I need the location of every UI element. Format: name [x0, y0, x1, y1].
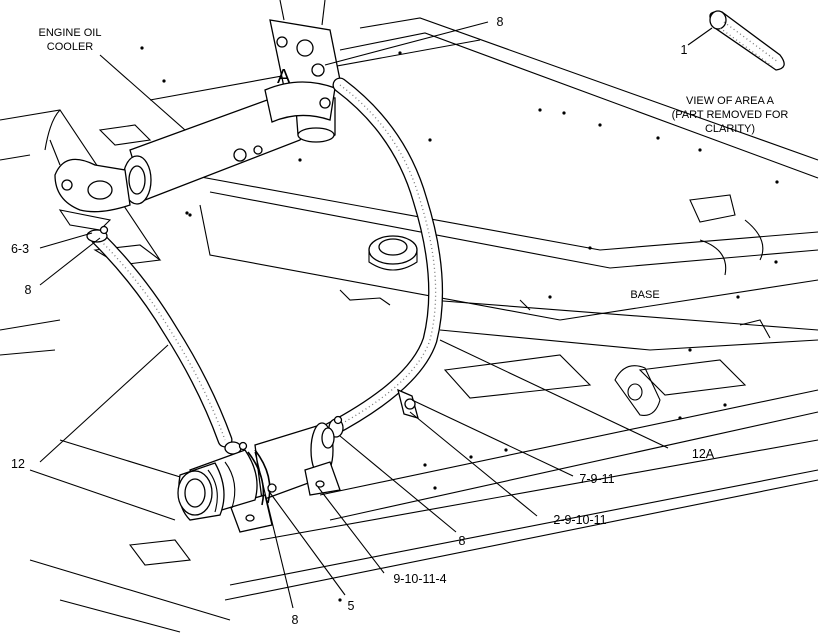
- label-engine-oil-cooler-line2: COOLER: [47, 41, 94, 53]
- labels: ENGINE OIL COOLER A 8 1 VIEW OF AREA A (…: [11, 15, 788, 627]
- callout-6-3: 6-3: [11, 242, 29, 256]
- inset-part-1: [709, 10, 785, 71]
- label-engine-oil-cooler-line1: ENGINE OIL: [39, 27, 102, 39]
- callout-8-bottom: 8: [292, 613, 299, 627]
- label-view-line2: (PART REMOVED FOR: [672, 109, 789, 121]
- leader-lines: [39, 21, 713, 609]
- label-base: BASE: [630, 289, 659, 301]
- label-view-line1: VIEW OF AREA A: [686, 95, 775, 107]
- label-view-line3: CLARITY): [705, 123, 755, 135]
- callout-8-top: 8: [497, 15, 504, 29]
- hose-clamps: [86, 225, 419, 455]
- callout-12a: 12A: [692, 447, 715, 461]
- label-area-a: A: [277, 66, 291, 88]
- callout-2-9-10-11: 2-9-10-11: [553, 513, 606, 527]
- callout-1: 1: [681, 43, 688, 57]
- callout-12: 12: [11, 457, 25, 471]
- callout-8-mid: 8: [459, 534, 466, 548]
- hose-12: [90, 230, 233, 448]
- callout-8-left: 8: [25, 283, 32, 297]
- callout-9-10-11-4: 9-10-11-4: [393, 572, 446, 586]
- hose-12a: [322, 77, 444, 438]
- callout-7-9-11: 7-9-11: [579, 472, 614, 486]
- base-frame: [0, 17, 819, 633]
- callout-5: 5: [348, 599, 355, 613]
- filter-pump-assembly: [177, 422, 341, 533]
- engine-oil-cooler: [44, 0, 341, 231]
